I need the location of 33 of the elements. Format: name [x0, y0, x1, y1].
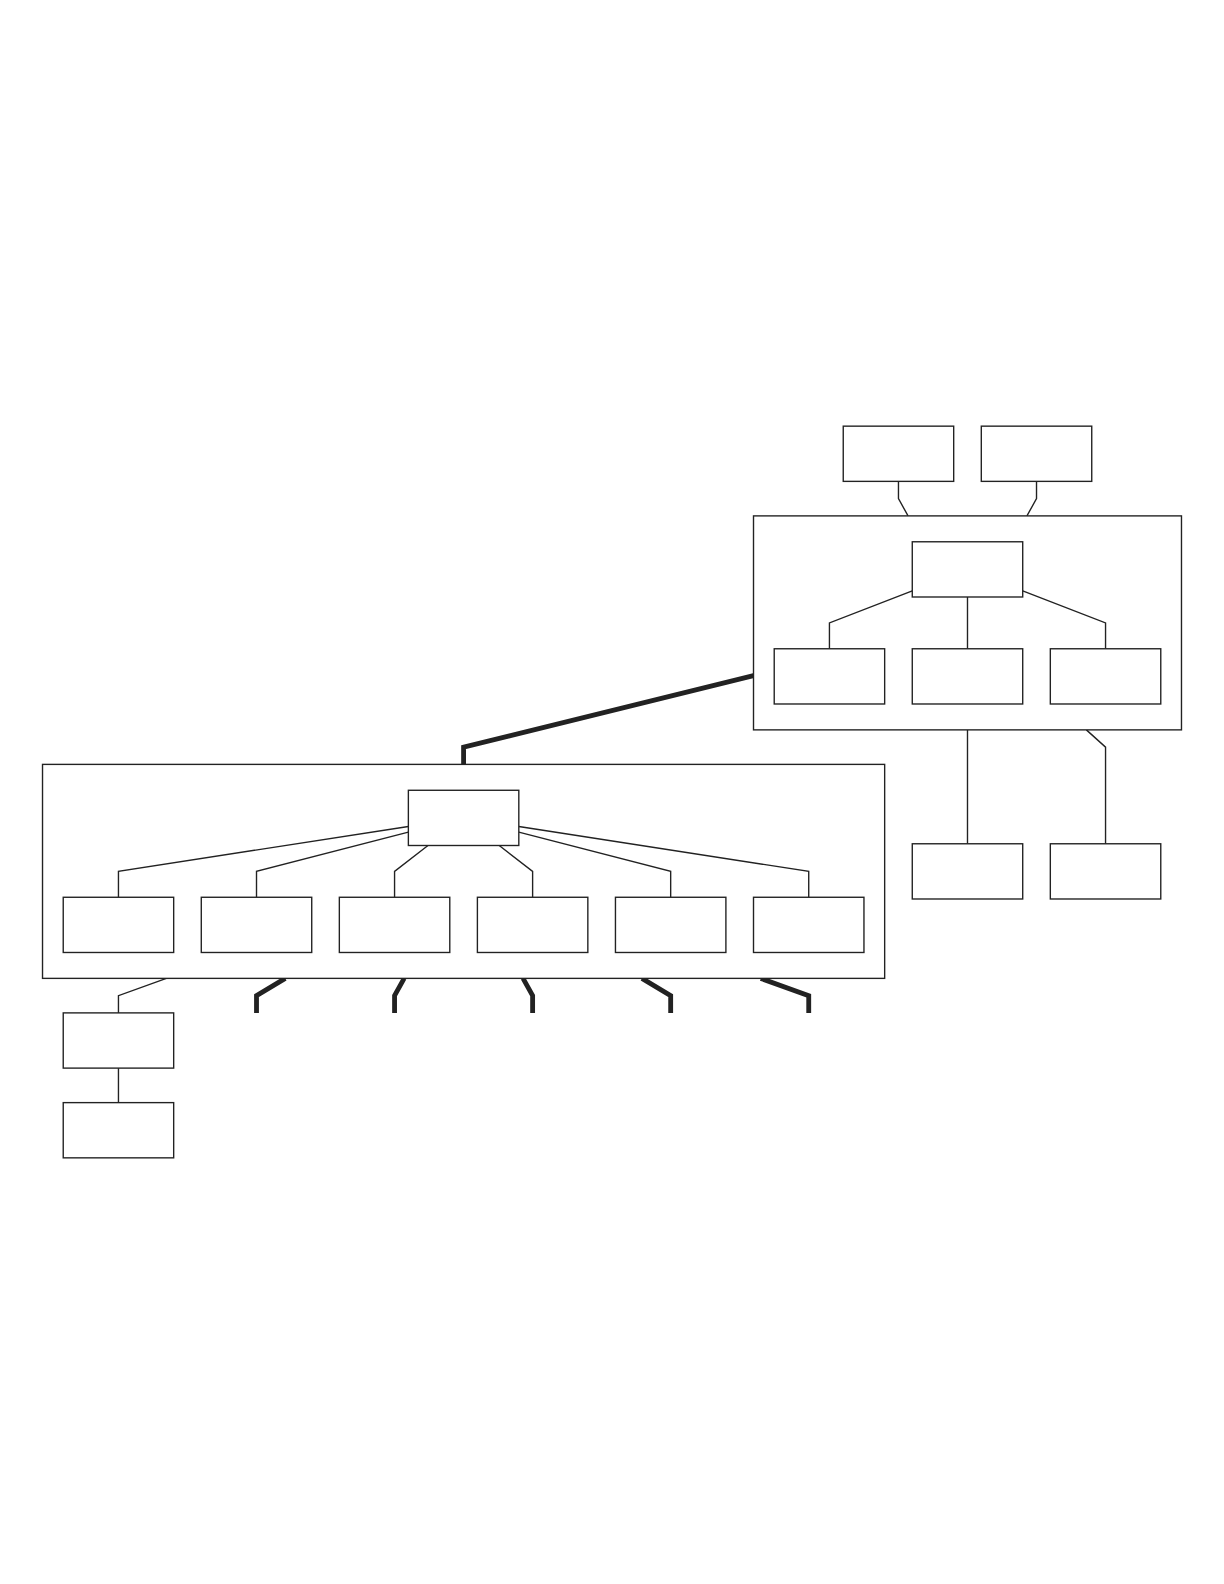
node-box — [338, 896, 451, 954]
cluster — [752, 515, 1183, 731]
connector — [392, 977, 407, 1013]
connector — [1026, 480, 1038, 517]
node-box — [911, 541, 1024, 598]
node-box — [476, 896, 589, 954]
node-box — [62, 896, 175, 954]
connector — [518, 825, 810, 898]
node-box — [407, 789, 520, 847]
node-box — [773, 648, 886, 705]
connector — [520, 977, 536, 1013]
connector — [498, 844, 534, 898]
connector — [966, 729, 969, 845]
connector — [518, 831, 672, 898]
node-box — [911, 843, 1024, 900]
node-box — [911, 648, 1024, 705]
node-box — [614, 896, 727, 954]
node-box — [980, 425, 1093, 483]
connector — [1022, 590, 1107, 650]
connector — [966, 596, 969, 650]
node-box — [62, 1101, 175, 1159]
connector — [828, 590, 913, 650]
node-box — [62, 1012, 175, 1069]
cluster — [41, 763, 886, 980]
node-box — [842, 425, 955, 483]
node-box — [200, 896, 313, 954]
node-box — [1049, 843, 1162, 900]
connector — [117, 1067, 120, 1104]
node-box — [1049, 648, 1162, 705]
connector — [897, 480, 909, 517]
node-box — [752, 896, 865, 954]
connector — [1085, 729, 1107, 845]
connector — [393, 844, 429, 898]
